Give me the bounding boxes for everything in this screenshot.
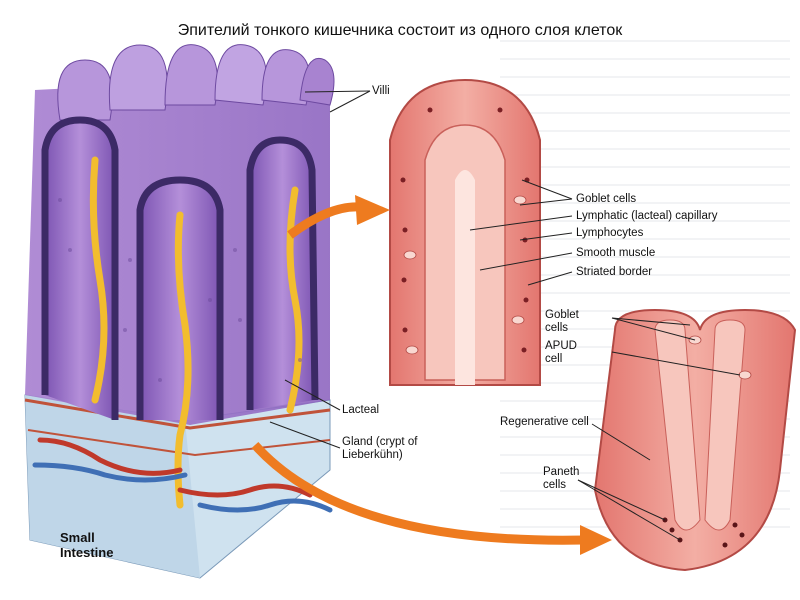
label-lacteal: Lacteal [342, 404, 380, 416]
label-goblet-cells: Goblet cells [576, 193, 637, 205]
intestine-block [24, 44, 335, 579]
crypt-section [593, 308, 797, 572]
label-smooth-muscle: Smooth muscle [576, 247, 656, 259]
label-goblet-cells-crypt: Goblet cells [545, 309, 579, 334]
lacteals [89, 156, 303, 509]
label-villi: Villi [372, 85, 390, 97]
label-paneth-cells: Paneth cells [543, 466, 580, 491]
page-title: Эпителий тонкого кишечника состоит из од… [177, 22, 623, 39]
label-small-intestine: Small Intestine [60, 530, 114, 560]
blood-vessels [32, 437, 333, 513]
villus-section [389, 78, 541, 386]
label-lymphatic-capillary: Lymphatic (lacteal) capillary [576, 210, 718, 222]
label-apud-cell: APUD cell [545, 340, 577, 365]
label-gland: Gland (crypt of Lieberkühn) [342, 436, 418, 461]
label-lymphocytes: Lymphocytes [576, 227, 644, 239]
front-villi [41, 116, 319, 420]
leader-lines [269, 90, 741, 541]
arrows [251, 195, 612, 555]
label-striated-border: Striated border [576, 266, 653, 278]
villi [57, 44, 335, 121]
label-regenerative-cell: Regenerative cell [500, 416, 589, 428]
